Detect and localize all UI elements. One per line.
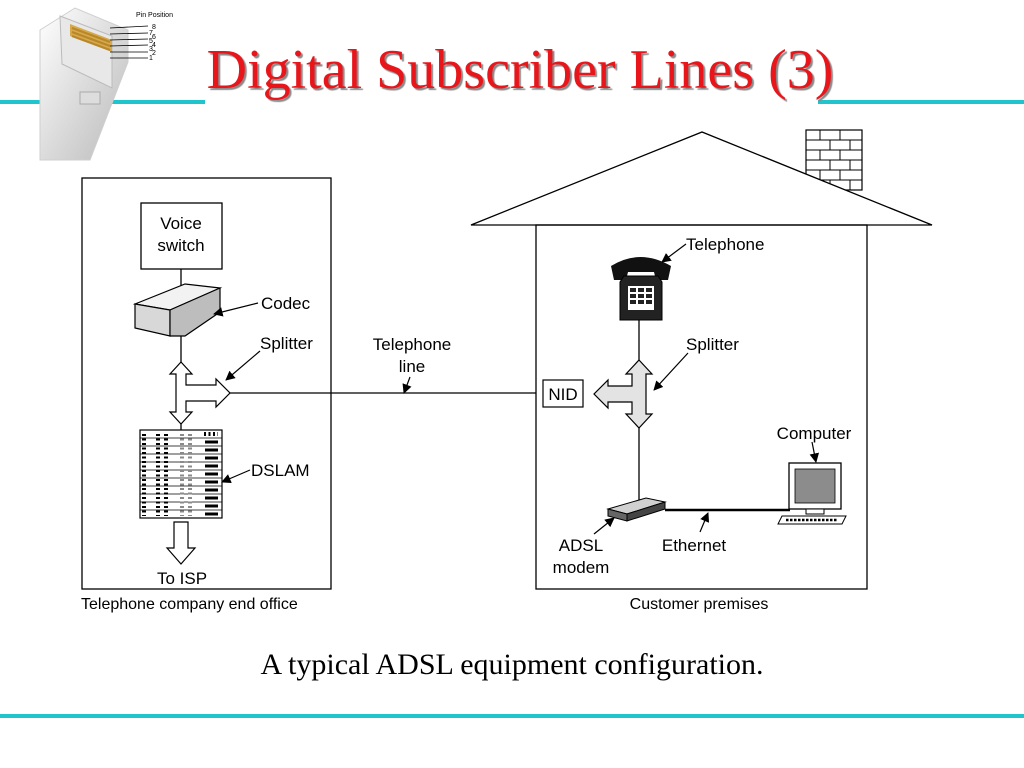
telephone-label: Telephone	[686, 235, 764, 254]
telephone-line-label-2: line	[399, 357, 425, 376]
adsl-modem-label-1: ADSL	[559, 536, 603, 555]
end-office-box	[81, 177, 332, 590]
telephone-line-pointer	[402, 376, 412, 394]
ethernet-pointer	[699, 512, 710, 533]
codec-label: Codec	[261, 294, 311, 313]
header-accent-line-right	[818, 100, 1024, 104]
dslam-label: DSLAM	[251, 461, 310, 480]
logo-pin-7: 7	[149, 30, 153, 37]
rj45-connector-icon: Pin Position 8 7 6 5 4 3 2 1	[39, 7, 173, 161]
nid-box	[542, 379, 584, 408]
adsl-modem-device	[606, 497, 667, 522]
voice-switch-label-2: switch	[157, 236, 204, 255]
adsl-diagram: Telephone company end office Voice switc…	[81, 129, 933, 613]
computer-icon	[777, 462, 847, 525]
logo-header: Pin Position	[136, 12, 173, 19]
dslam-pointer	[221, 469, 251, 484]
computer-pointer	[809, 441, 820, 463]
footer-accent-line	[0, 714, 1024, 718]
logo-pin-2: 2	[152, 50, 156, 57]
nid-label: NID	[548, 385, 577, 404]
voice-switch-box	[140, 202, 223, 270]
to-isp-arrow	[165, 521, 197, 565]
telephone-line-label-1: Telephone	[373, 335, 451, 354]
office-splitter-label: Splitter	[260, 334, 313, 353]
logo-pin-4: 4	[152, 42, 156, 49]
telephone-pointer	[661, 243, 687, 263]
adsl-modem-label-2: modem	[553, 558, 610, 577]
telephone-icon	[611, 257, 671, 321]
logo-pin-3: 3	[149, 46, 153, 53]
codec-device	[132, 283, 223, 337]
customer-premises-box	[535, 224, 868, 590]
logo-pin-6: 6	[152, 34, 156, 41]
dslam-rack	[139, 429, 223, 519]
codec-pointer	[213, 302, 259, 317]
house-splitter	[593, 359, 654, 429]
office-splitter-pointer	[225, 350, 261, 381]
page-title: Digital Subscriber Lines (3)	[206, 39, 834, 101]
house-roof	[470, 131, 933, 226]
office-splitter	[168, 361, 231, 425]
computer-label: Computer	[777, 424, 852, 443]
house-splitter-label: Splitter	[686, 335, 739, 354]
logo-pin-1: 1	[149, 55, 153, 62]
slide-caption: A typical ADSL equipment configuration.	[260, 648, 764, 681]
voice-switch-label-1: Voice	[160, 214, 202, 233]
adsl-modem-pointer	[593, 517, 615, 535]
ethernet-label: Ethernet	[662, 536, 727, 555]
logo-pin-8: 8	[152, 24, 156, 31]
logo-pin-5: 5	[149, 38, 153, 45]
to-isp-label: To ISP	[157, 569, 207, 588]
customer-premises-caption: Customer premises	[630, 596, 769, 613]
end-office-caption: Telephone company end office	[81, 596, 298, 613]
house-splitter-pointer	[653, 352, 689, 391]
